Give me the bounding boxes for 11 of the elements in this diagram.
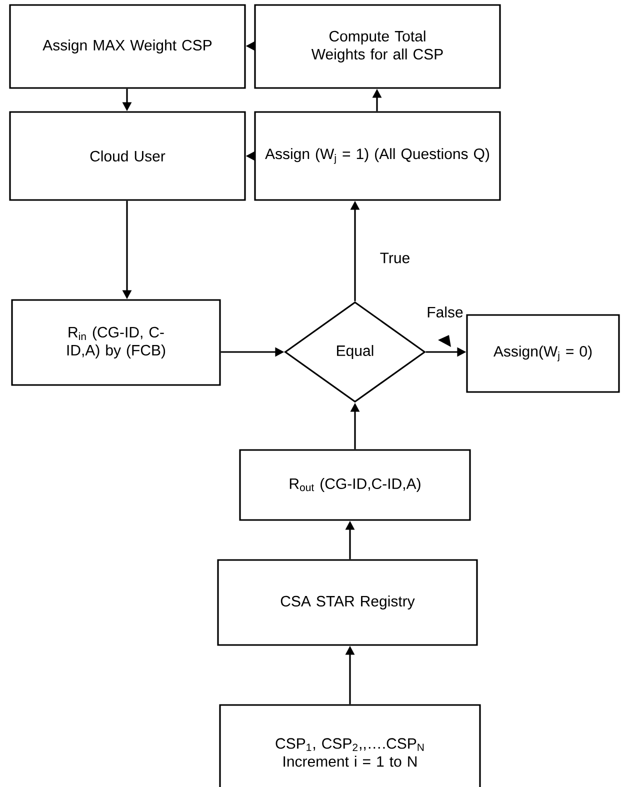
process-box: R$_{out}$ (CG-ID,C-ID,A) bbox=[239, 449, 471, 521]
process-box: Assign MAX Weight CSP bbox=[9, 4, 246, 89]
process-box: R$_{in}$ (CG-ID, C-ID,A) by (FCB) bbox=[11, 299, 221, 386]
edge-label: False bbox=[426, 305, 464, 318]
process-box: Cloud User bbox=[9, 111, 246, 201]
process-box: CSP$_{1}$, CSP$_{2}$,,….CSP$_{N}$ Increment i = 1 to N bbox=[219, 704, 481, 787]
process-box: Assign(W$_{j}$ = 0) bbox=[466, 314, 620, 393]
process-box: CSA STAR Registry bbox=[217, 559, 478, 646]
edge-label: True bbox=[378, 252, 412, 264]
process-box: Assign (W$_{j}$ = 1) (All Questions Q) bbox=[254, 111, 501, 201]
process-box: Compute Total Weights for all CSP bbox=[254, 4, 501, 89]
